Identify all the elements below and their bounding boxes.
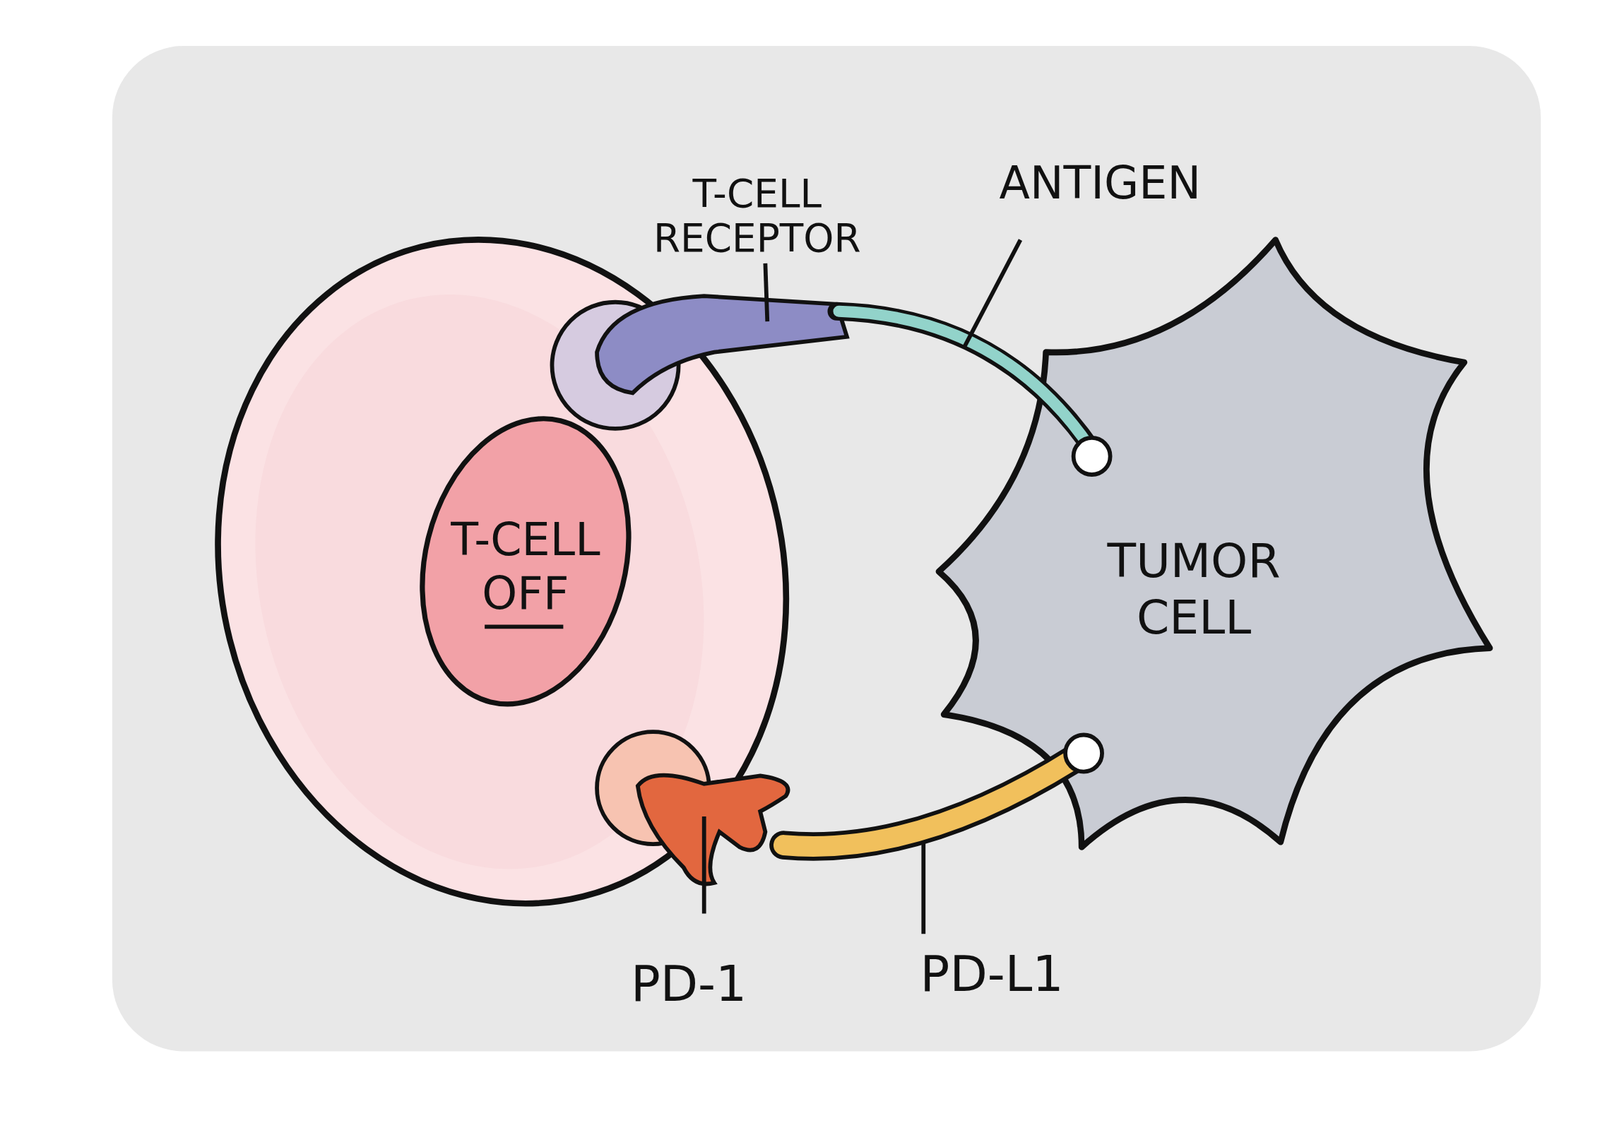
antigen [838, 311, 1090, 448]
nucleus-label-box: T-CELL OFF [449, 512, 603, 621]
tumor-cell-body [938, 240, 1490, 848]
underline [484, 624, 564, 629]
antigen-anchor [1073, 437, 1111, 475]
leader-line [921, 842, 926, 934]
antigen-outline [837, 311, 1093, 450]
node-text: T-CELL OFF [449, 512, 603, 621]
part-name: T-CELL RECEPTOR [640, 171, 875, 261]
leader-line [702, 816, 707, 914]
part-name: ANTIGEN [967, 157, 1233, 210]
pd-l1-outline [783, 757, 1077, 847]
node-text: TUMOR CELL [1101, 533, 1286, 646]
t-cell-body [149, 178, 856, 965]
background [112, 45, 1541, 1052]
pd-l1-anchor [1065, 735, 1102, 773]
pd-1 [637, 775, 789, 885]
leader-line [765, 263, 768, 322]
part-name: PD-L1 [869, 946, 1115, 1004]
pd-l1 [783, 757, 1077, 847]
nucleus [393, 396, 658, 727]
part-name: PD-1 [587, 956, 792, 1013]
leader-line [964, 240, 1021, 348]
tumor-cell-box: TUMOR CELL [1101, 533, 1286, 646]
t-cell-receptor [596, 295, 847, 393]
